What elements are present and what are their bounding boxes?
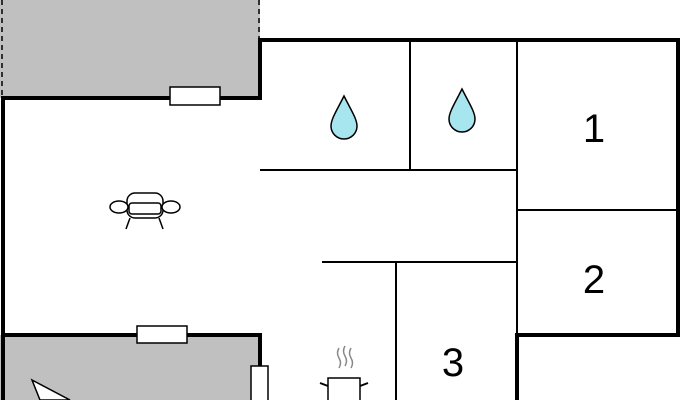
window-right [250,365,269,400]
room-label-1: 1 [583,107,605,151]
window-top [169,86,221,106]
water-drop-icon [448,87,476,133]
entrance-arrow-icon [30,378,71,400]
armchair-icon [109,192,181,230]
room-label-2: 2 [583,258,605,302]
terrace-top [0,0,260,98]
interior-walls [260,40,678,400]
window-bottom [136,325,188,344]
cooking-pot-icon [319,345,369,400]
water-drop-icon [330,94,358,140]
room-label-3: 3 [442,341,464,385]
